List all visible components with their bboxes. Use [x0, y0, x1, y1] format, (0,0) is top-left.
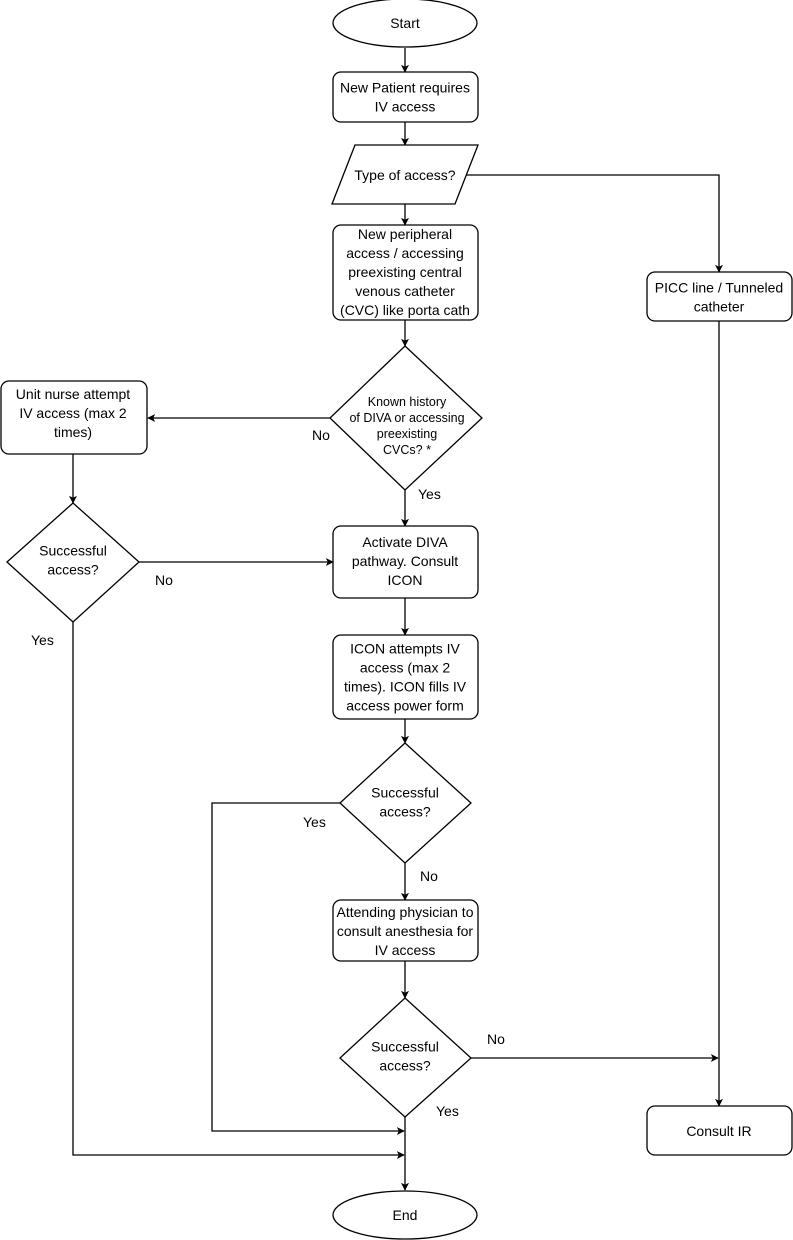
label-line: access? [47, 562, 99, 578]
label-line: (CVC) like porta cath [340, 302, 470, 318]
label-line: Attending physician to [337, 904, 474, 920]
label-line: Successful [371, 1039, 439, 1055]
label-line: Known history [368, 395, 447, 409]
label-line: IV access (max 2 [19, 405, 127, 421]
icon-attempts-box [332, 634, 479, 720]
label-line: Successful [371, 785, 439, 801]
picc-line-label: PICC line / Tunneled catheter [655, 280, 783, 315]
picc-line-box [646, 271, 793, 322]
label-line: Activate DIVA [362, 534, 448, 550]
label-line: access? [379, 804, 431, 820]
success-1-label: Successful access? [39, 543, 107, 578]
label-line: consult anesthesia for [337, 923, 474, 939]
label-line: venous catheter [355, 283, 455, 299]
edge-label-success-3-yes: Yes [436, 1103, 459, 1119]
edge-label-success-1-no: No [155, 572, 173, 588]
label-line: ICON attempts IV [350, 641, 460, 657]
label-line: IV access [375, 942, 436, 958]
peripheral-access-label: New peripheral access / accessing preexist… [340, 226, 470, 318]
edge-success-2-to-end [211, 802, 405, 1135]
unit-nurse-label: Unit nurse attempt IV access (max 2 times) [16, 386, 130, 440]
success-2-decision [339, 742, 472, 864]
type-of-access-parallelogram [331, 144, 479, 205]
edge-success-1-to-end [72, 622, 405, 1159]
attending-physician-box [332, 899, 479, 962]
peripheral-access-box [332, 224, 479, 321]
consult-ir-label: Consult IR [686, 1123, 751, 1139]
start-terminal [332, 0, 478, 48]
label-line: times) [54, 424, 92, 440]
unit-nurse-box [0, 380, 148, 455]
label-line: of DIVA or accessing [349, 411, 464, 425]
known-history-decision [329, 345, 483, 491]
label-line: times). ICON fills IV [344, 679, 467, 695]
edge-labels: No Yes No Yes Yes No No Yes [31, 427, 505, 1119]
label-line: access (max 2 [360, 660, 450, 676]
success-2-label: Successful access? [371, 785, 439, 820]
label-line: Consult IR [686, 1123, 751, 1139]
start-label: Start [390, 15, 420, 31]
label-line: Type of access? [354, 167, 455, 183]
label-line: CVCs? * [383, 443, 431, 457]
success-3-label: Successful access? [371, 1039, 439, 1074]
edge-label-success-2-no: No [420, 868, 438, 884]
edge-label-success-2-yes: Yes [303, 814, 326, 830]
label-line: New peripheral [358, 226, 452, 242]
success-1-decision [6, 502, 140, 623]
label-line: End [393, 1207, 418, 1223]
label-line: catheter [694, 299, 745, 315]
new-patient-box [332, 71, 479, 123]
label-line: PICC line / Tunneled [655, 280, 783, 296]
label-line: preexisting [377, 427, 437, 441]
success-3-decision [339, 997, 472, 1118]
consult-ir-box [646, 1105, 793, 1156]
label-line: access? [379, 1058, 431, 1074]
attending-physician-label: Attending physician to consult anesthesia… [337, 904, 474, 958]
edge-label-success-1-yes: Yes [31, 632, 54, 648]
label-line: access power form [346, 698, 463, 714]
label-line: Unit nurse attempt [16, 386, 130, 402]
label-line: New Patient requires [340, 80, 470, 96]
edge-label-known-history-no: No [312, 427, 330, 443]
edge-label-success-3-no: No [487, 1031, 505, 1047]
end-terminal [332, 1190, 478, 1240]
type-of-access-label: Type of access? [354, 167, 455, 183]
edges [69, 48, 723, 1191]
edge-label-known-history-yes: Yes [418, 486, 441, 502]
known-history-label: Known history of DIVA or accessing preexis… [349, 395, 464, 457]
label-line: preexisting central [348, 264, 462, 280]
label-line: Start [390, 15, 420, 31]
label-line: ICON [388, 572, 423, 588]
activate-diva-box [332, 525, 479, 599]
label-line: Successful [39, 543, 107, 559]
label-line: access / accessing [346, 245, 464, 261]
edge-type-to-picc [466, 174, 723, 273]
label-line: IV access [375, 99, 436, 115]
end-label: End [393, 1207, 418, 1223]
new-patient-label: New Patient requires IV access [340, 80, 470, 115]
label-line: pathway. Consult [352, 553, 458, 569]
icon-attempts-label: ICON attempts IV access (max 2 times). ICO… [344, 641, 467, 714]
